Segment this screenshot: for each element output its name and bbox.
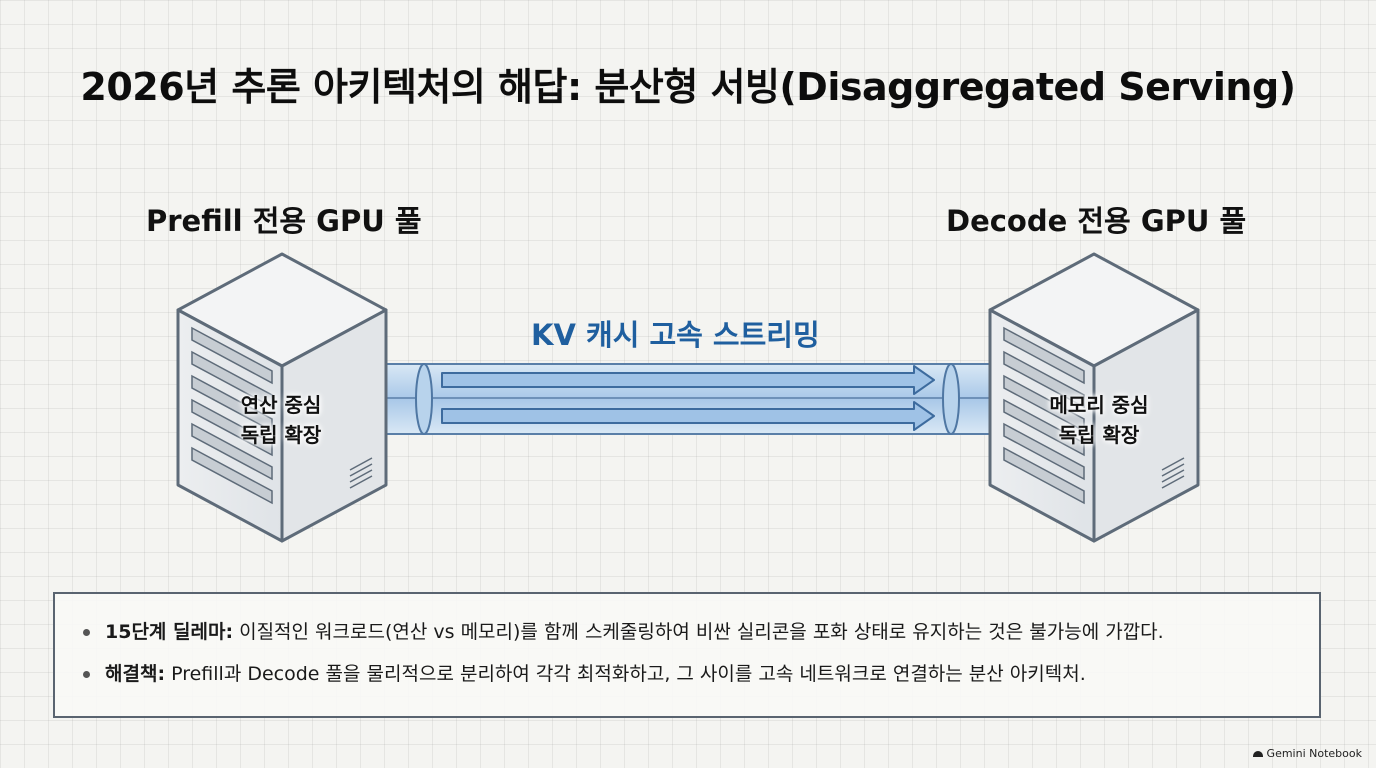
gemini-logo-icon (1252, 750, 1263, 757)
prefill-caption-line1: 연산 중심 (240, 393, 322, 417)
prefill-server-icon (176, 252, 388, 543)
watermark-text: Gemini Notebook (1266, 747, 1362, 760)
summary-item-text: Prefill과 Decode 풀을 물리적으로 분리하여 각각 최적화하고, … (165, 663, 1086, 685)
prefill-server-caption: 연산 중심 독립 확장 (211, 390, 351, 450)
decode-pool-label: Decode 전용 GPU 풀 (946, 204, 1247, 238)
summary-list: 15단계 딜레마: 이질적인 워크로드(연산 vs 메모리)를 함께 스케줄링하… (55, 594, 1319, 686)
decode-caption-line2: 독립 확장 (1058, 423, 1140, 447)
summary-item-solution: 해결책: Prefill과 Decode 풀을 물리적으로 분리하여 각각 최적… (83, 662, 1319, 686)
prefill-caption-line2: 독립 확장 (240, 423, 322, 447)
watermark: Gemini Notebook (1252, 747, 1362, 760)
page-title: 2026년 추론 아키텍처의 해답: 분산형 서빙(Disaggregated … (80, 65, 1296, 109)
summary-box: 15단계 딜레마: 이질적인 워크로드(연산 vs 메모리)를 함께 스케줄링하… (53, 592, 1321, 718)
bullet-icon (83, 671, 90, 678)
summary-item-text: 이질적인 워크로드(연산 vs 메모리)를 함께 스케줄링하여 비싼 실리콘을 … (233, 621, 1164, 643)
decode-caption-line1: 메모리 중심 (1049, 393, 1149, 417)
stream-arrow-top (441, 365, 935, 395)
stream-label: KV 캐시 고속 스트리밍 (531, 318, 820, 352)
summary-item-head: 해결책: (105, 663, 166, 685)
decode-server-caption: 메모리 중심 독립 확장 (1029, 390, 1169, 450)
summary-item-dilemma: 15단계 딜레마: 이질적인 워크로드(연산 vs 메모리)를 함께 스케줄링하… (83, 620, 1319, 644)
prefill-pool-label: Prefill 전용 GPU 풀 (146, 204, 422, 238)
stream-arrow-bottom (441, 401, 935, 431)
bullet-icon (83, 629, 90, 636)
decode-server-icon (988, 252, 1200, 543)
summary-item-head: 15단계 딜레마: (105, 621, 234, 643)
